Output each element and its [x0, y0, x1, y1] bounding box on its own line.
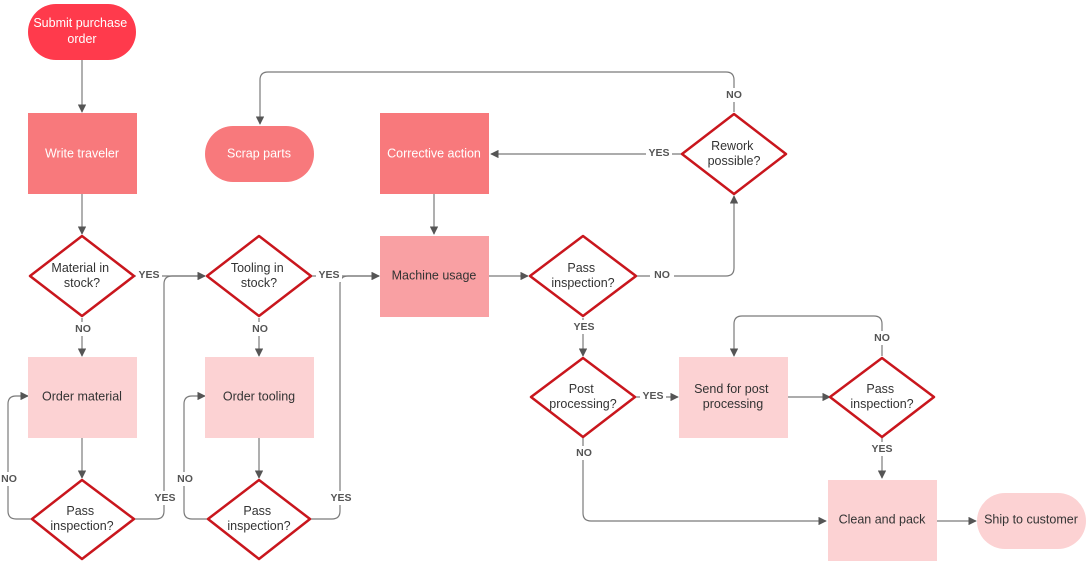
node-rework-possible[interactable]: Rework possible?	[680, 112, 788, 196]
node-order-tooling[interactable]: Order tooling	[205, 357, 314, 438]
label-machine-inspection-no: NO	[654, 269, 670, 281]
edge-tooling-inspection-yes	[310, 271, 380, 520]
node-pass-inspection-post-label: Pass inspection?	[850, 382, 913, 411]
edge-post-inspection-no	[729, 315, 883, 357]
edge-rework-no	[255, 71, 735, 125]
node-pass-inspection-machine[interactable]: Pass inspection?	[528, 234, 638, 318]
label-post-no: NO	[576, 447, 592, 459]
node-post-processing-label: Post processing?	[549, 382, 616, 411]
node-write-traveler-label: Write traveler	[45, 146, 119, 160]
node-scrap-parts-label: Scrap parts	[227, 146, 291, 160]
node-submit-purchase-order-label: Submit purchase order	[33, 16, 130, 46]
node-corrective-action-label: Corrective action	[387, 146, 481, 160]
node-material-in-stock[interactable]: Material in stock?	[28, 234, 136, 318]
node-pass-inspection-tooling[interactable]: Pass inspection?	[206, 478, 312, 561]
label-material-inspection-yes: YES	[154, 492, 175, 504]
edge-tooling-inspection-no-loop	[183, 391, 208, 520]
edges	[7, 60, 977, 526]
nodes: Submit purchase order Write traveler Mat…	[28, 4, 1086, 561]
node-send-for-post-processing[interactable]: Send for post processing	[679, 357, 788, 438]
node-order-material[interactable]: Order material	[28, 357, 137, 438]
node-submit-purchase-order[interactable]: Submit purchase order	[28, 4, 136, 60]
node-tooling-in-stock[interactable]: Tooling in stock?	[205, 234, 313, 318]
label-material-yes: YES	[138, 269, 159, 281]
node-order-material-label: Order material	[42, 389, 122, 403]
node-ship-to-customer[interactable]: Ship to customer	[977, 493, 1086, 549]
node-material-in-stock-label: Material in stock?	[51, 261, 112, 290]
label-material-inspection-no: NO	[1, 473, 17, 485]
node-order-tooling-label: Order tooling	[223, 389, 295, 403]
label-rework-no: NO	[726, 89, 742, 101]
label-post-inspection-yes: YES	[871, 443, 892, 455]
label-tooling-yes: YES	[318, 269, 339, 281]
edge-material-inspection-yes	[134, 271, 206, 520]
label-machine-inspection-yes: YES	[573, 321, 594, 333]
node-scrap-parts[interactable]: Scrap parts	[205, 126, 314, 182]
label-material-no: NO	[75, 323, 91, 335]
edge-post-no	[582, 438, 827, 526]
node-clean-and-pack-label: Clean and pack	[839, 512, 927, 526]
node-pass-inspection-tooling-label: Pass inspection?	[227, 504, 290, 533]
node-machine-usage-label: Machine usage	[392, 268, 477, 282]
node-ship-to-customer-label: Ship to customer	[984, 512, 1078, 526]
label-tooling-inspection-no: NO	[177, 473, 193, 485]
node-tooling-in-stock-label: Tooling in stock?	[231, 261, 287, 290]
node-send-for-post-processing-label: Send for post processing	[694, 382, 772, 411]
label-rework-yes: YES	[648, 147, 669, 159]
node-pass-inspection-post[interactable]: Pass inspection?	[828, 356, 936, 439]
node-write-traveler[interactable]: Write traveler	[28, 113, 137, 194]
label-post-yes: YES	[642, 390, 663, 402]
node-clean-and-pack[interactable]: Clean and pack	[828, 480, 937, 561]
edge-labels: YES NO NO YES YES NO NO YES NO YES NO YE…	[0, 88, 895, 505]
node-corrective-action[interactable]: Corrective action	[380, 113, 489, 194]
node-post-processing[interactable]: Post processing?	[529, 356, 637, 439]
node-pass-inspection-material[interactable]: Pass inspection?	[30, 478, 136, 561]
edge-machine-inspection-no	[636, 195, 739, 277]
label-tooling-no: NO	[252, 323, 268, 335]
node-pass-inspection-material-label: Pass inspection?	[50, 504, 113, 533]
edge-material-inspection-no-loop	[7, 391, 32, 520]
node-rework-possible-label: Rework possible?	[708, 139, 761, 168]
label-tooling-inspection-yes: YES	[330, 492, 351, 504]
node-pass-inspection-machine-label: Pass inspection?	[551, 261, 614, 290]
node-machine-usage[interactable]: Machine usage	[380, 236, 489, 317]
label-post-inspection-no: NO	[874, 332, 890, 344]
